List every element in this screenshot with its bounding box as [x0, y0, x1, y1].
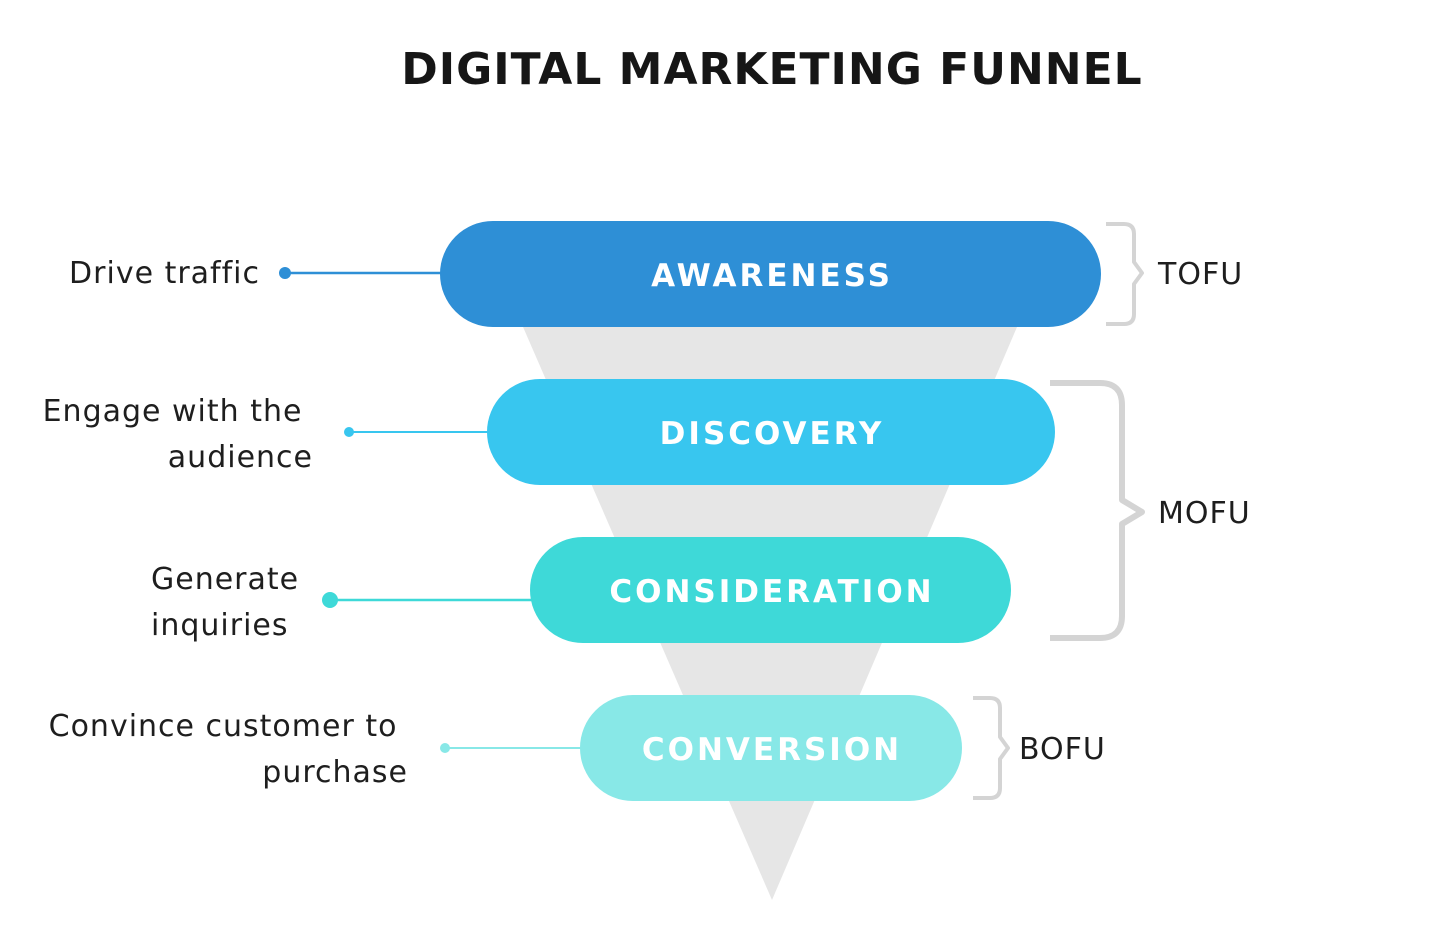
stage-description: Engage with the audience — [43, 394, 313, 475]
description-line: inquiries — [151, 608, 289, 643]
description-line: Convince customer to — [49, 709, 398, 744]
stage-description: Convince customer to purchase — [49, 709, 408, 790]
group-label: BOFU — [1019, 732, 1106, 767]
group-tofu: TOFU — [1106, 222, 1243, 326]
stage-pill — [440, 221, 1101, 327]
stage-label: CONVERSION — [642, 732, 902, 768]
stage-consideration: CONSIDERATION Generate inquiries — [151, 537, 1011, 643]
stage-pill — [580, 695, 962, 801]
description-line: purchase — [262, 755, 408, 790]
stage-pill — [530, 537, 1011, 643]
description-line: Generate — [151, 562, 299, 597]
stage-label: AWARENESS — [651, 258, 893, 294]
brace-bofu — [973, 696, 1010, 800]
description-line: Drive traffic — [69, 256, 260, 291]
brace-tofu — [1106, 222, 1144, 326]
description-line: Engage with the — [43, 394, 303, 429]
stage-awareness: AWARENESS Drive traffic — [69, 221, 1101, 327]
group-label: MOFU — [1158, 496, 1251, 531]
description-line: audience — [168, 440, 313, 475]
group-bofu: BOFU — [973, 696, 1106, 800]
stage-pill — [487, 379, 1055, 485]
stage-conversion: CONVERSION Convince customer to purchase — [49, 695, 962, 801]
connector-dot — [440, 743, 450, 753]
group-label: TOFU — [1157, 257, 1243, 292]
stage-discovery: DISCOVERY Engage with the audience — [43, 379, 1055, 485]
connector-dot — [344, 427, 354, 437]
connector-dot — [279, 267, 291, 279]
stage-description: Drive traffic — [69, 256, 260, 291]
stage-label: DISCOVERY — [660, 416, 885, 452]
connector-dot — [322, 592, 338, 608]
stage-description: Generate inquiries — [151, 562, 310, 643]
brace-mofu — [1050, 380, 1145, 641]
group-mofu: MOFU — [1050, 380, 1251, 641]
page-title: DIGITAL MARKETING FUNNEL — [401, 44, 1143, 95]
stage-label: CONSIDERATION — [609, 574, 934, 610]
